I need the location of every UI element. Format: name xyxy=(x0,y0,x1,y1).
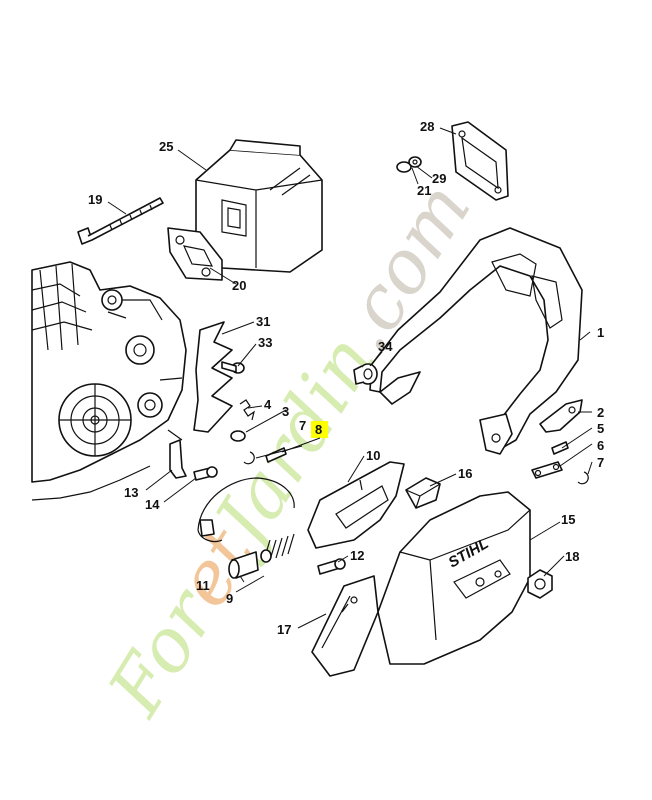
part-link-6 xyxy=(531,461,563,479)
part-bracket-plate xyxy=(451,121,509,201)
part-block-16 xyxy=(405,477,441,509)
callout-14: 14 xyxy=(145,497,160,512)
callout-19: 19 xyxy=(88,192,102,207)
part-nut-18 xyxy=(527,569,553,599)
callout-17: 17 xyxy=(277,622,291,637)
callout-16: 16 xyxy=(458,466,472,481)
part-sprocket-cover: STIHL xyxy=(377,491,531,665)
callout-7-right: 7 xyxy=(597,455,604,470)
part-brake-band xyxy=(197,477,295,543)
callout-8: 8 xyxy=(315,422,322,437)
callout-4: 4 xyxy=(264,397,272,412)
callouts: 1 2 3 4 5 6 7 7 8 9 10 11 12 13 14 15 16… xyxy=(88,119,604,637)
callout-12: 12 xyxy=(350,548,364,563)
callout-5: 5 xyxy=(597,421,604,436)
callout-15: 15 xyxy=(561,512,575,527)
part-saw-body xyxy=(31,261,187,501)
callout-1: 1 xyxy=(597,325,604,340)
callout-6: 6 xyxy=(597,438,604,453)
part-lever-2 xyxy=(539,399,583,433)
callout-33: 33 xyxy=(258,335,272,350)
callout-7-left: 7 xyxy=(299,418,306,433)
part-brake-spring xyxy=(260,533,295,563)
callout-31: 31 xyxy=(256,314,270,329)
callout-34: 34 xyxy=(378,339,393,354)
part-small-spring xyxy=(230,399,255,442)
callout-3: 3 xyxy=(282,404,289,419)
callout-10: 10 xyxy=(366,448,380,463)
part-e-clip-left xyxy=(243,451,255,465)
part-pin-5 xyxy=(551,441,569,455)
part-hand-guard xyxy=(369,227,583,455)
callout-2: 2 xyxy=(597,405,604,420)
part-gasket xyxy=(167,227,223,281)
part-muffler xyxy=(195,139,323,273)
callout-13: 13 xyxy=(124,485,138,500)
callout-18: 18 xyxy=(565,549,579,564)
callout-29: 29 xyxy=(432,171,446,186)
callout-20: 20 xyxy=(232,278,246,293)
callout-21: 21 xyxy=(417,183,431,198)
callout-25: 25 xyxy=(159,139,173,154)
callout-11: 11 xyxy=(196,578,210,593)
part-e-clip-right xyxy=(577,471,589,485)
part-brake-lever xyxy=(307,461,405,549)
part-spike-plate xyxy=(193,321,233,433)
part-bushing-34 xyxy=(353,363,378,385)
part-long-bolt xyxy=(77,197,164,245)
part-screw-14 xyxy=(193,466,218,481)
part-bushing-11 xyxy=(228,551,259,579)
part-screw-33 xyxy=(221,361,245,374)
part-screw-12 xyxy=(317,558,346,575)
part-nut-washer xyxy=(396,156,422,173)
part-side-plate xyxy=(311,575,379,677)
callout-9: 9 xyxy=(226,591,233,606)
highlight-box xyxy=(311,421,328,438)
callout-28: 28 xyxy=(420,119,434,134)
leader-lines xyxy=(107,127,593,629)
part-lever-13 xyxy=(169,439,187,479)
